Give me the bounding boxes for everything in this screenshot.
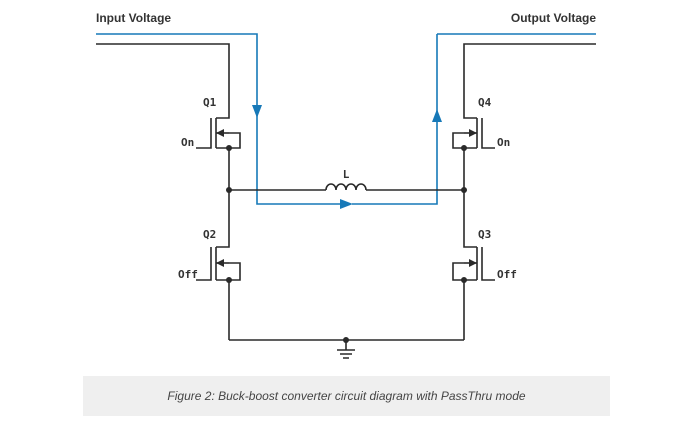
up-arrow-icon bbox=[432, 109, 442, 122]
figure-caption-box: Figure 2: Buck-boost converter circuit d… bbox=[83, 376, 610, 416]
q1-label: Q1 bbox=[203, 96, 217, 109]
output-rail-wire bbox=[463, 43, 596, 112]
q4-state-label: On bbox=[497, 136, 510, 149]
q4-label: Q4 bbox=[478, 96, 492, 109]
q2-state-label: Off bbox=[178, 268, 198, 281]
q3-label: Q3 bbox=[478, 228, 491, 241]
down-arrow-icon bbox=[252, 105, 262, 118]
figure-caption: Figure 2: Buck-boost converter circuit d… bbox=[167, 389, 526, 403]
input-current-path bbox=[96, 33, 340, 205]
buck-boost-circuit-diagram: Input Voltage Output Voltage Q1 On Q4 On… bbox=[96, 11, 596, 359]
inductor-label: L bbox=[343, 168, 350, 181]
q2-label: Q2 bbox=[203, 228, 216, 241]
input-rail-wire bbox=[96, 43, 230, 112]
output-current-path bbox=[352, 33, 596, 205]
output-voltage-label: Output Voltage bbox=[511, 11, 596, 25]
q3-state-label: Off bbox=[497, 268, 517, 281]
transistor-q1 bbox=[196, 112, 241, 190]
q1-state-label: On bbox=[181, 136, 194, 149]
right-arrow-icon bbox=[340, 199, 353, 209]
transistor-q2 bbox=[196, 190, 241, 340]
inductor-coil bbox=[325, 183, 367, 191]
transistor-q4 bbox=[452, 112, 495, 190]
ground-icon bbox=[337, 340, 355, 359]
transistor-q3 bbox=[452, 190, 495, 340]
input-voltage-label: Input Voltage bbox=[96, 11, 171, 25]
